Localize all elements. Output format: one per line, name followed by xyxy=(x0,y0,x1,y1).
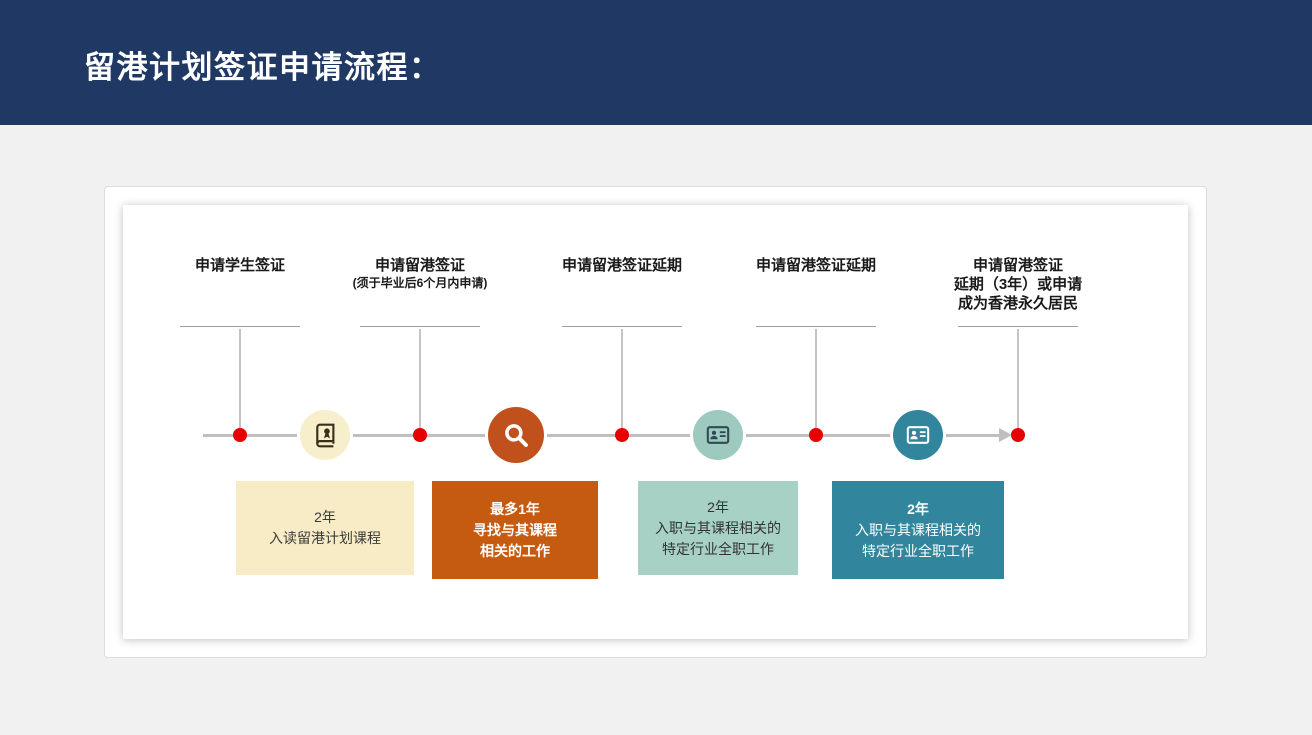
step-label: 延期（3年）或申请 xyxy=(953,276,1083,293)
timeline-dot xyxy=(809,428,823,442)
stage-text: 最多1年 xyxy=(490,500,540,517)
step-connector xyxy=(419,329,421,435)
step-label: 申请留港签证延期 xyxy=(561,257,682,274)
step-connector xyxy=(1017,329,1019,435)
header-band: 留港计划签证申请流程： xyxy=(0,0,1312,125)
page-title: 留港计划签证申请流程： xyxy=(84,50,442,85)
step-underline xyxy=(958,326,1078,327)
step-label: 申请留港签证 xyxy=(972,257,1063,274)
timeline-step-4: 申请留港签证延期 xyxy=(706,256,926,456)
stage-box-3: 2年 入职与其课程相关的 特定行业全职工作 xyxy=(638,481,798,575)
step-connector xyxy=(621,329,623,435)
stage-text: 寻找与其课程 xyxy=(473,521,557,538)
timeline-dot xyxy=(615,428,629,442)
id-badge-icon xyxy=(693,410,743,460)
step-underline xyxy=(562,326,682,327)
timeline-step-3: 申请留港签证延期 xyxy=(512,256,732,456)
stage-text: 2年 xyxy=(314,509,336,525)
stage-text: 入职与其课程相关的 xyxy=(655,519,781,536)
step-underline xyxy=(360,326,480,327)
stage-box-1: 2年 入读留港计划课程 xyxy=(236,481,414,575)
book-icon xyxy=(300,410,350,460)
stage-text: 特定行业全职工作 xyxy=(862,542,974,559)
timeline-step-5: 申请留港签证 延期（3年）或申请 成为香港永久居民 xyxy=(908,256,1128,456)
step-label: 成为香港永久居民 xyxy=(957,295,1078,312)
stage-text: 2年 xyxy=(707,498,729,515)
id-badge-icon xyxy=(893,410,943,460)
timeline-step-1: 申请学生签证 xyxy=(130,256,350,456)
timeline-dot xyxy=(233,428,247,442)
stage-box-4: 2年 入职与其课程相关的 特定行业全职工作 xyxy=(832,481,1004,579)
step-connector xyxy=(239,329,241,435)
timeline-dot xyxy=(1011,428,1025,442)
step-label: 申请留港签证 xyxy=(374,257,465,274)
stage-text: 2年 xyxy=(907,500,929,517)
step-underline xyxy=(756,326,876,327)
timeline-arrow-icon xyxy=(999,428,1012,442)
step-label: 申请学生签证 xyxy=(194,257,285,274)
magnifier-icon xyxy=(488,407,544,463)
step-label-note: (须于毕业后6个月内申请) xyxy=(352,276,488,290)
timeline-step-2: 申请留港签证 (须于毕业后6个月内申请) xyxy=(310,256,530,456)
step-label: 申请留港签证延期 xyxy=(755,257,876,274)
timeline-line xyxy=(203,434,1002,437)
step-underline xyxy=(180,326,300,327)
stage-text: 入读留港计划课程 xyxy=(269,530,381,546)
timeline-dot xyxy=(413,428,427,442)
stage-box-2: 最多1年 寻找与其课程 相关的工作 xyxy=(432,481,598,579)
stage-text: 入职与其课程相关的 xyxy=(855,521,981,538)
stage-text: 特定行业全职工作 xyxy=(662,540,774,557)
step-connector xyxy=(815,329,817,435)
stage-text: 相关的工作 xyxy=(480,542,550,559)
